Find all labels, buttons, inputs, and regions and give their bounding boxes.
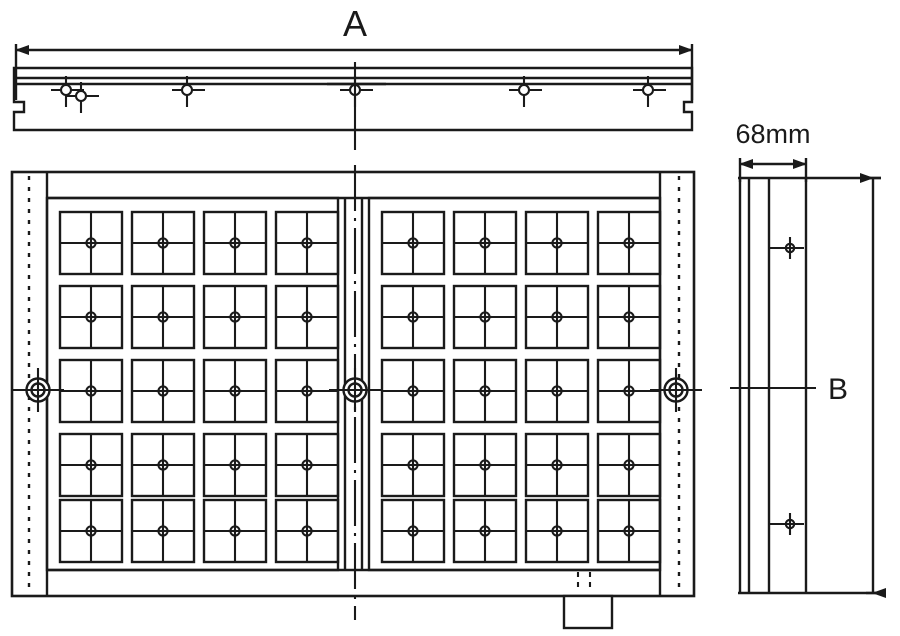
- dimension-label-b: B: [828, 373, 848, 406]
- dimension-line-b: [860, 173, 886, 598]
- plan-view: [10, 165, 704, 630]
- bottom-hinge-tab: [562, 572, 614, 630]
- dimension-line-thickness: [738, 158, 808, 182]
- top-elevation-view: A: [12, 3, 694, 150]
- plan-outer-frame: [10, 170, 696, 598]
- side-section-view: 68mm B: [730, 119, 886, 598]
- plate-profile-outline: [12, 66, 694, 132]
- dimension-label-a: A: [343, 3, 367, 44]
- dimension-label-thickness: 68mm: [735, 119, 810, 149]
